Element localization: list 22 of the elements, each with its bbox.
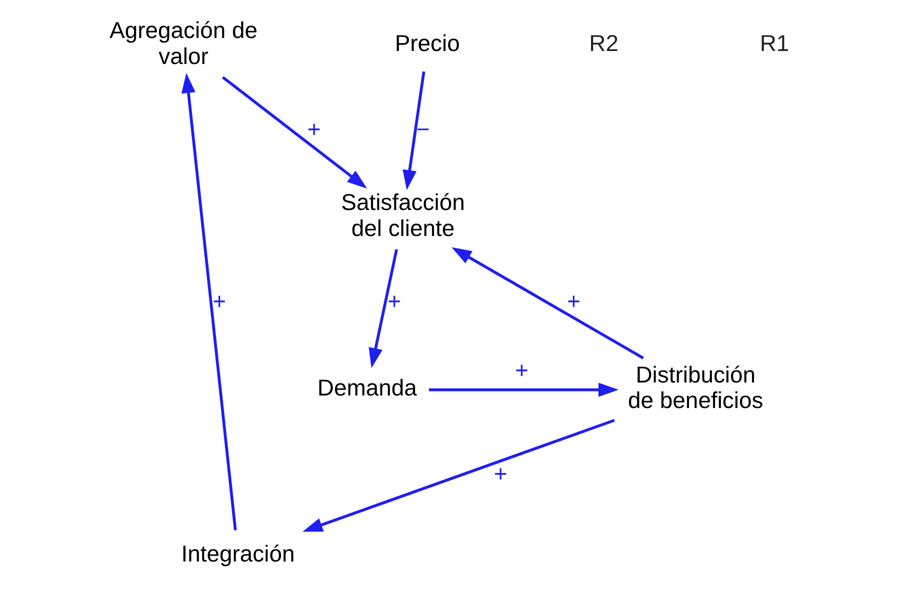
arrow [302,418,615,532]
label: R1 [760,30,790,56]
arrow [181,72,237,530]
arrow [368,249,398,368]
node-text: Agregación de valor [110,17,258,69]
node-text: Demanda [317,374,417,400]
edge-label: + [494,460,508,486]
edge-label: − [416,116,430,142]
node-text: Satisfacción del cliente [341,189,465,242]
edge-label: + [212,288,226,314]
node-text: Precio [394,30,460,56]
edge-label: + [307,116,321,142]
arrow [402,71,426,190]
edge-label: + [515,357,528,384]
arrow [222,76,368,189]
arrow [428,382,619,397]
node-text: Distribución de beneficios [628,361,764,414]
label: R2 [589,30,618,56]
edge-label: + [388,288,402,314]
edge-label: + [567,288,580,314]
node-text: Integración [181,540,295,567]
arrow [452,247,644,360]
